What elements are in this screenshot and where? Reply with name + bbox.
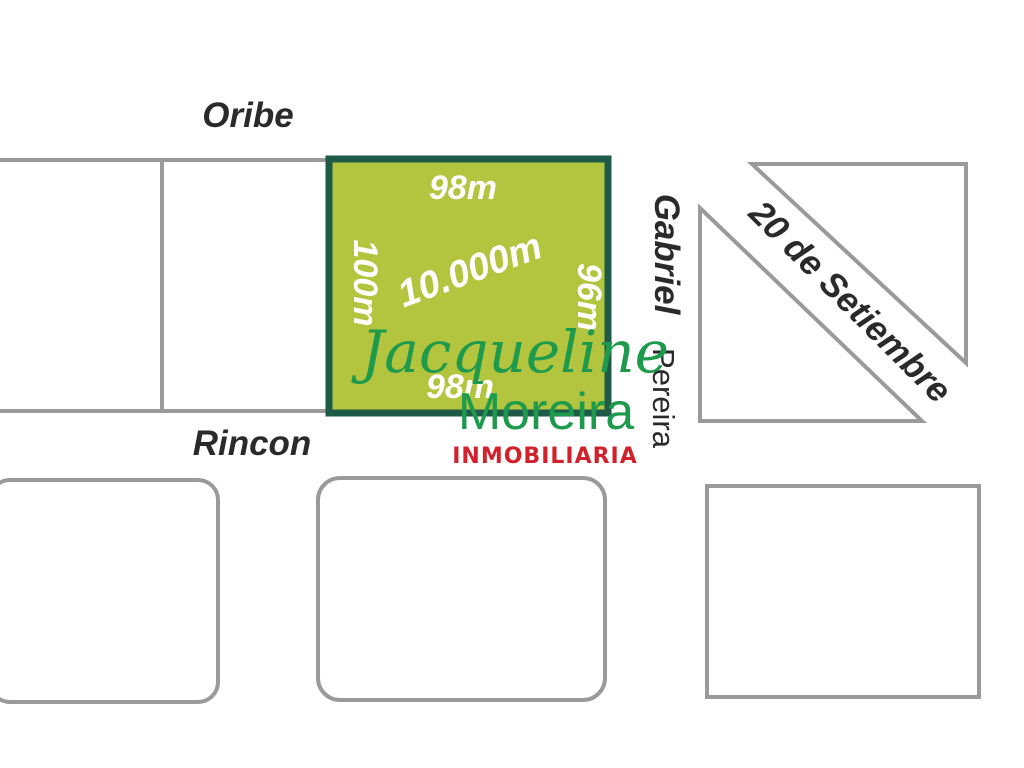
lot-bottom-dimension: 98m xyxy=(426,368,494,406)
lot-parcel xyxy=(325,155,612,417)
lot-top-dimension: 98m xyxy=(429,169,497,207)
lot-left-dimension: 100m xyxy=(346,240,384,327)
street-label-oribe: Oribe xyxy=(202,96,293,135)
block-southeast xyxy=(705,484,981,699)
block-northwest-right xyxy=(160,158,332,413)
block-east-triangle-upper xyxy=(746,162,968,368)
street-label-pereira: Pereira xyxy=(646,348,681,449)
watermark-subtitle: INMOBILIARIA xyxy=(452,444,638,469)
block-southwest xyxy=(0,478,220,704)
block-east-triangle-lower xyxy=(698,203,927,423)
watermark-script-name: Jacqueline xyxy=(351,318,669,386)
watermark-name: Moreira xyxy=(458,383,634,441)
street-label-rincon: Rincon xyxy=(193,424,312,463)
watermark-logo: Jacqueline Moreira INMOBILIARIA xyxy=(351,318,669,469)
street-label-gabriel: Gabriel xyxy=(647,194,686,316)
lot-right-dimension: 96m xyxy=(570,263,608,331)
block-south-center xyxy=(316,476,607,702)
block-northwest-left xyxy=(0,158,164,413)
